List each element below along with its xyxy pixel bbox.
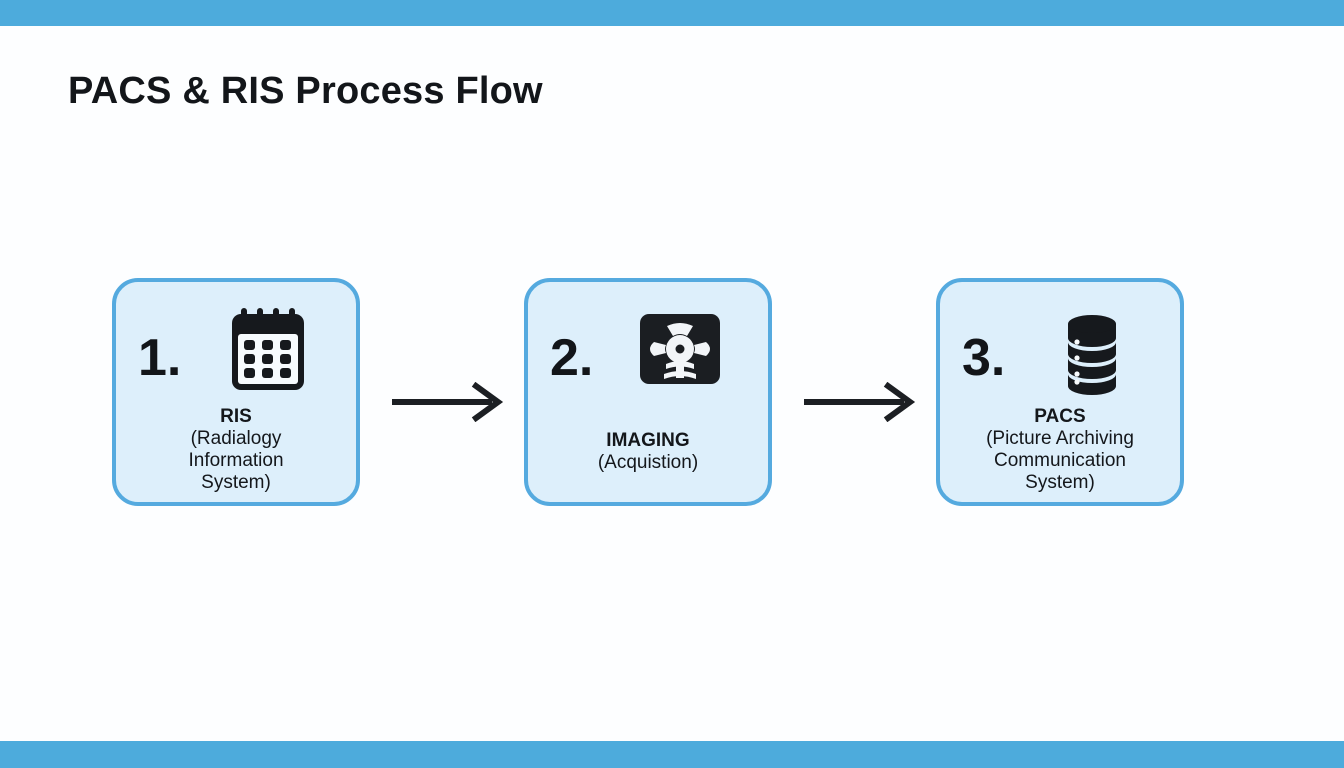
top-accent-bar	[0, 0, 1344, 26]
card-1-labels: RIS (Radialogy Information System)	[56, 406, 416, 494]
step-sublabel-3: (Picture Archiving Communication System)	[986, 428, 1134, 493]
arrow-right-icon-2	[800, 381, 918, 423]
card-3-labels: PACS (Picture Archiving Communication Sy…	[880, 406, 1240, 494]
calendar-icon	[220, 306, 316, 398]
xray-scanner-icon	[632, 306, 728, 398]
step-number-2: 2.	[550, 329, 594, 387]
database-stack-icon	[1044, 306, 1140, 398]
step-label-3: PACS	[1034, 406, 1086, 427]
process-step-card-2[interactable]: 2.	[524, 278, 772, 506]
bottom-accent-bar	[0, 741, 1344, 768]
step-number-1: 1.	[138, 329, 182, 387]
card-1-content: 1.	[116, 282, 356, 502]
process-flow-diagram: 1.	[0, 278, 1344, 514]
page-title: PACS & RIS Process Flow	[68, 70, 543, 112]
process-step-card-3[interactable]: 3.	[936, 278, 1184, 506]
process-step-card-1[interactable]: 1.	[112, 278, 360, 506]
step-sublabel-1: (Radialogy Information System)	[188, 428, 284, 493]
card-2-content: 2.	[528, 282, 768, 502]
card-2-labels: IMAGING (Acquistion)	[468, 430, 828, 474]
step-number-3: 3.	[962, 329, 1006, 387]
step-label-2: IMAGING	[606, 430, 690, 451]
card-3-content: 3.	[940, 282, 1180, 502]
step-sublabel-2: (Acquistion)	[597, 452, 699, 473]
step-label-1: RIS	[220, 406, 252, 427]
arrow-right-icon-1	[388, 381, 506, 423]
